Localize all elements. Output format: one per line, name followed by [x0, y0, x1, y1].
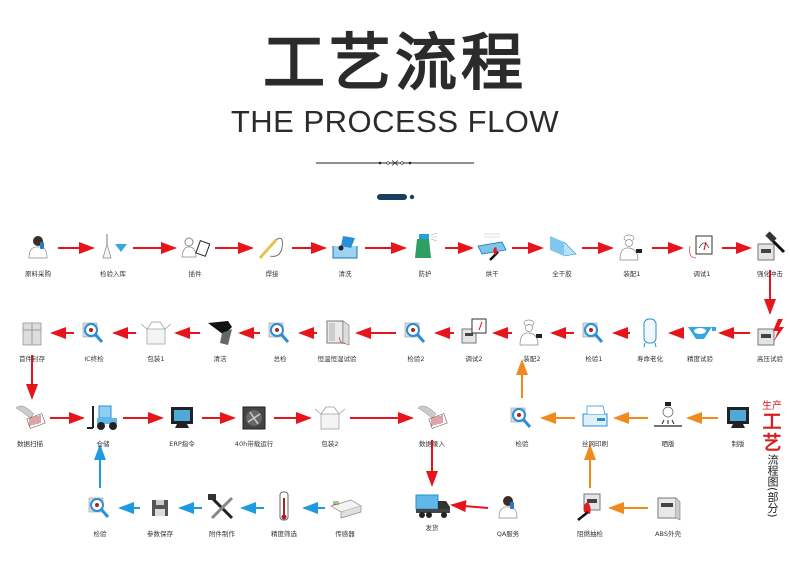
step-label: 强化冲击: [757, 270, 783, 278]
step-label: 防护: [418, 270, 432, 278]
step-label: 检验1: [585, 355, 603, 363]
sealed-box-icon: [22, 322, 42, 346]
abs-box-icon: [657, 497, 681, 521]
tools-icon: [208, 494, 234, 520]
magnifier-icon: [582, 322, 604, 343]
thermometer-icon: [279, 491, 289, 521]
barcode-scanner-icon: [417, 405, 448, 429]
climate-chamber-icon: [326, 320, 350, 346]
soldering-iron-icon: [258, 237, 283, 259]
step-label: 数据录入: [419, 440, 445, 448]
step-label: 阻燃抽检: [577, 530, 603, 538]
truck-icon: [415, 494, 450, 518]
step-label: 焊接: [265, 270, 279, 278]
step-label: 参数保存: [147, 530, 173, 538]
step-label: 精度试验: [687, 355, 713, 363]
floppy-icon: [152, 500, 168, 516]
drying-plate-icon: [477, 233, 507, 261]
side-title: 生产 工 艺 流程图(部分): [761, 402, 783, 542]
step-label: 检验: [93, 530, 107, 538]
step-label: 总检: [273, 355, 287, 363]
magnifier-icon: [268, 322, 290, 343]
step-label: 制版: [731, 440, 745, 448]
step-label: 40h带载运行: [234, 440, 274, 448]
lamp-icon: [654, 402, 682, 427]
step-label: 附件制作: [209, 530, 235, 538]
step-label: 装配1: [623, 270, 641, 278]
lab-flask-icon: [102, 234, 127, 259]
step-label: 检验入库: [100, 270, 126, 278]
ornament-divider: [316, 160, 474, 166]
step-label: ERP指令: [169, 440, 195, 448]
step-label: 清洁: [213, 355, 227, 363]
assembly-worker-icon: [519, 319, 542, 346]
step-label: 数据扫描: [17, 440, 43, 448]
step-label: 丝网印刷: [582, 440, 608, 448]
step-label: 检验: [515, 440, 529, 448]
step-label: 清洗: [338, 270, 352, 278]
glass-panel-icon: [550, 236, 577, 257]
step-label: 晒版: [661, 440, 675, 448]
step-label: 插件: [188, 270, 202, 278]
step-label: 调试2: [465, 355, 483, 363]
spray-bottle-icon: [415, 232, 438, 258]
magnifier-icon: [510, 407, 532, 428]
step-label: 高压试验: [757, 355, 783, 363]
page-subtitle: THE PROCESS FLOW: [230, 104, 560, 139]
side-title-small: 生产: [762, 401, 782, 412]
step-label: ABS外壳: [655, 530, 681, 538]
worker-clipboard-icon: [181, 237, 211, 258]
step-label: IC终检: [84, 355, 104, 363]
open-box-icon: [140, 321, 172, 345]
flow-arrow-n41-to-n40: [450, 500, 489, 513]
hammer-box-icon: [757, 231, 786, 261]
step-label: 包装1: [147, 355, 165, 363]
step-label: 装配2: [523, 355, 541, 363]
fan-icon: [242, 406, 266, 430]
open-box-icon: [314, 406, 346, 430]
side-title-big-1: 工: [762, 411, 782, 433]
squeegee-icon: [208, 321, 232, 345]
step-label: 精度筛选: [271, 530, 297, 538]
magnifier-icon: [404, 322, 426, 343]
printer-icon: [582, 405, 608, 427]
aging-tank-icon: [643, 318, 657, 348]
sensor-icon: [330, 499, 362, 519]
step-label: 包装2: [321, 440, 339, 448]
step-label: 检验2: [407, 355, 425, 363]
magnifier-icon: [88, 497, 110, 518]
step-label: 原料采购: [25, 270, 51, 278]
monitor-icon: [171, 407, 193, 428]
step-label: QA服务: [496, 530, 520, 538]
step-label: 仓储: [96, 440, 110, 448]
precision-tool-icon: [688, 327, 716, 339]
monitor-icon: [727, 407, 749, 428]
assembly-worker-icon: [619, 234, 642, 261]
forklift-icon: [87, 405, 117, 430]
phone-person-icon: [498, 496, 518, 519]
accent-bar: [377, 194, 415, 200]
high-voltage-box-icon: [757, 319, 784, 346]
flame-box-icon: [577, 493, 601, 521]
barcode-scanner-icon: [15, 405, 46, 429]
step-label: 传感器: [335, 530, 355, 538]
side-title-big-2: 艺: [762, 432, 782, 454]
step-label: 发货: [425, 524, 439, 532]
wash-tank-icon: [332, 236, 358, 259]
step-label: 烘干: [485, 270, 499, 278]
meter-box-icon: [461, 318, 487, 344]
step-label: 全干胶: [552, 270, 572, 278]
step-label: 调试1: [693, 270, 711, 278]
phone-person-icon: [28, 236, 48, 259]
meter-icon: [689, 235, 713, 259]
step-label: 寿命老化: [637, 355, 663, 363]
side-title-text: 流程图(部分): [766, 454, 779, 518]
magnifier-icon: [82, 322, 104, 343]
step-label: 恒温恒湿试验: [317, 355, 357, 363]
page-title: 工艺流程: [262, 26, 527, 99]
step-label: 首件封存: [19, 355, 45, 363]
